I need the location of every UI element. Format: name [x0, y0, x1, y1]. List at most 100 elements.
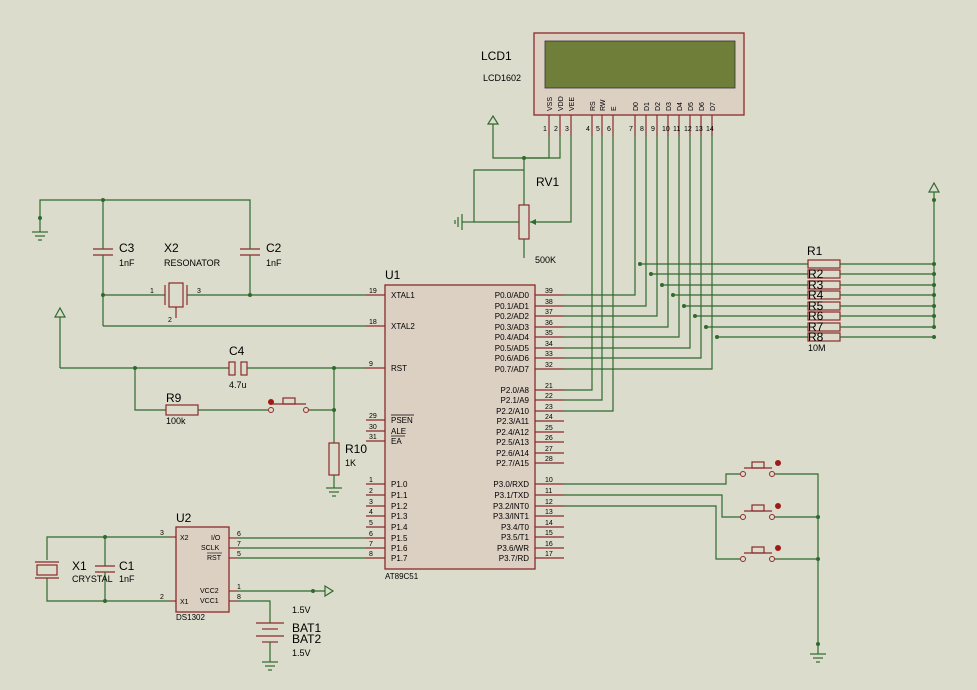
- lcd1-screen: [544, 40, 736, 89]
- r1-tap-label: R4: [808, 288, 824, 302]
- r1-tap-label: R6: [808, 309, 824, 323]
- u1-pin-name: ALE: [391, 427, 406, 436]
- u2-pin-num: 3: [160, 530, 164, 537]
- u1-pin-num: 25: [545, 425, 553, 432]
- u1-pin-num: 17: [545, 551, 553, 558]
- u2: U2 DS1302 3 X2 2 X1 6 I/O 7 SCLK 5 RST 1…: [160, 511, 366, 623]
- lcd1-pin-number: 6: [607, 126, 611, 133]
- u1-pin-num: 35: [545, 330, 553, 337]
- u1-pin-name: P2.7/A15: [496, 459, 529, 468]
- c4-value: 4.7u: [229, 380, 247, 390]
- u1-pin-name: P2.5/A13: [496, 438, 529, 447]
- bat2-value: 1.5V: [292, 648, 311, 658]
- lcd1-pin-number: 2: [554, 126, 558, 133]
- c3-value: 1nF: [119, 258, 135, 268]
- r1-tap-label: R2: [808, 267, 824, 281]
- lcd1-pin-number: 8: [640, 126, 644, 133]
- u1-pin-num: 33: [545, 351, 553, 358]
- power-icon: [927, 181, 941, 202]
- r1-value: 10M: [808, 343, 826, 353]
- lcd1-pin-label: D2: [655, 102, 662, 111]
- batteries: 1.5V BAT1 BAT2 1.5V: [256, 605, 321, 671]
- lcd1-pin-number: 7: [629, 126, 633, 133]
- r1-tap-label: R3: [808, 278, 824, 292]
- r1-tap-label: R5: [808, 299, 824, 313]
- lcd1-pin-label: VEE: [569, 97, 576, 111]
- push-button: [740, 545, 781, 562]
- u1-pin-num: 31: [369, 434, 377, 441]
- u1-pin-name: P0.1/AD1: [495, 302, 530, 311]
- x2-pin1: 1: [150, 288, 154, 295]
- u2-pin-num: 6: [237, 531, 241, 538]
- u1-pin-num: 3: [369, 499, 373, 506]
- lcd1-pin-number: 3: [565, 126, 569, 133]
- reset-button: [268, 397, 309, 413]
- u1-pin-num: 4: [369, 509, 373, 516]
- lcd1-pin-label: D4: [677, 102, 684, 111]
- u1-pin-num: 32: [545, 362, 553, 369]
- u1-pin-num: 30: [369, 424, 377, 431]
- lcd1-pin-number: 14: [706, 126, 714, 133]
- u1-pin-name: P3.1/TXD: [494, 491, 529, 500]
- lcd1-pin-number: 9: [651, 126, 655, 133]
- r1-tap-label: R8: [808, 330, 824, 344]
- lcd1-pin-number: 12: [684, 126, 692, 133]
- u1-pin-num: 36: [545, 320, 553, 327]
- u1-pin-name: P2.1/A9: [501, 396, 530, 405]
- lcd1-ref: LCD1: [481, 49, 512, 63]
- lcd1-model: LCD1602: [483, 73, 521, 83]
- u1-pin-name: P2.6/A14: [496, 449, 529, 458]
- u1-pin-name: P2.0/A8: [501, 386, 530, 395]
- c3-ref: C3: [119, 241, 135, 255]
- ground-icon: [262, 661, 278, 671]
- bat2-ref: BAT2: [292, 632, 321, 646]
- u1-pin-num: 34: [545, 341, 553, 348]
- u1-ref: U1: [385, 268, 401, 282]
- power-icon: [53, 306, 67, 368]
- u1-pin-num: 37: [545, 309, 553, 316]
- x1-type: CRYSTAL: [72, 574, 113, 584]
- u1-pin-name: P0.7/AD7: [495, 365, 530, 374]
- rv1-body: [518, 204, 530, 240]
- u2-pin-num: 8: [237, 594, 241, 601]
- lcd1-pin-label: E: [611, 106, 618, 111]
- ground-icon: [326, 487, 342, 497]
- u2-pin-name: X2: [180, 535, 189, 542]
- junction: [932, 335, 936, 339]
- u1-pin-name: P1.1: [391, 491, 408, 500]
- u1-pin-name: P1.4: [391, 523, 408, 532]
- u2-pin-num: 2: [160, 594, 164, 601]
- osc-section: C3 1nF C2 1nF 1 2 3 X2 RESONATOR: [32, 198, 366, 327]
- lcd1-pin-number: 4: [586, 126, 590, 133]
- u1-pin-num: 10: [545, 477, 553, 484]
- u1-pin-name: P1.2: [391, 502, 408, 511]
- u1-pin-num: 24: [545, 414, 553, 421]
- ground-icon: [454, 214, 474, 230]
- u1-pin-num: 22: [545, 393, 553, 400]
- u1-pin-name: P3.0/RXD: [493, 480, 529, 489]
- u2-body: [175, 526, 230, 613]
- u1-model: AT89C51: [385, 572, 419, 581]
- rv1: RV1 500K: [454, 169, 559, 265]
- u1-pin-num: 14: [545, 520, 553, 527]
- lcd1-pin-number: 10: [662, 126, 670, 133]
- p3-buttons: [564, 460, 826, 663]
- u1-pin-name: P3.4/T0: [501, 523, 530, 532]
- u1-pin-name: P0.0/AD0: [495, 291, 530, 300]
- r10-value: 1K: [345, 458, 356, 468]
- c1-ref: C1: [119, 559, 135, 573]
- lcd1-pin-label: D6: [699, 102, 706, 111]
- u1-pin-num: 5: [369, 520, 373, 527]
- ground-icon: [810, 644, 826, 663]
- r9-ref: R9: [166, 391, 182, 405]
- u1-pin-name: P3.7/RD: [499, 554, 529, 563]
- u2-pin-name: X1: [180, 599, 189, 606]
- r1-tap-label: R7: [808, 320, 824, 334]
- u1-pin-name: P1.5: [391, 534, 408, 543]
- u1-pin-num: 2: [369, 488, 373, 495]
- u1-body: [384, 284, 536, 570]
- u1-pin-name: P3.6/WR: [497, 544, 529, 553]
- u1-pin-num: 38: [545, 299, 553, 306]
- lcd1-pin-label: D1: [644, 102, 651, 111]
